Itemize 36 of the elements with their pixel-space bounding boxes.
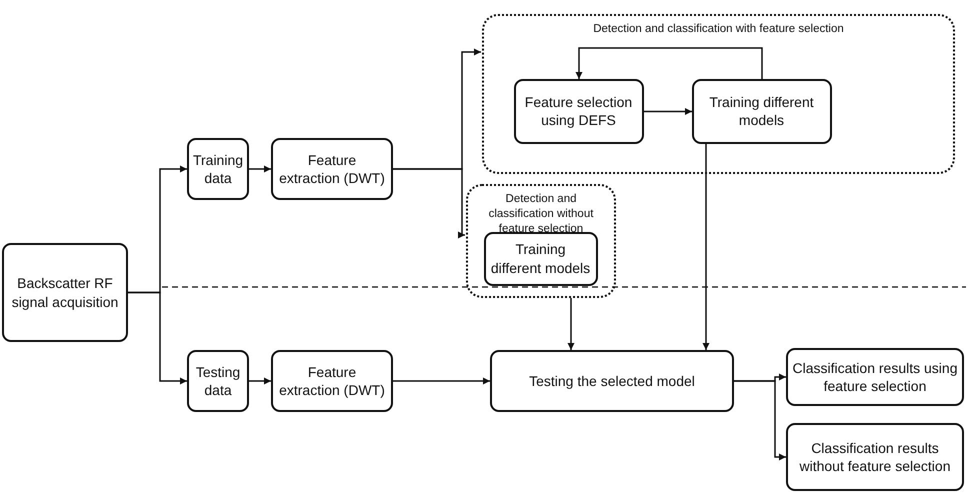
process-box [514,78,644,144]
box-label: Classification results using feature selection [792,358,958,396]
group-frame [482,14,955,174]
arrow [734,380,786,460]
arrow [249,166,271,172]
arrow [249,378,271,384]
group-heading: Detection and classification with feature selection [592,22,845,37]
process-box [490,350,734,412]
box-label: Training different models [490,240,592,277]
box-label: Testing the selected model [528,372,696,390]
box-label: Feature extraction (DWT) [278,362,386,400]
process-box [2,243,128,342]
process-box [187,350,249,412]
arrow [576,47,763,79]
arrow [644,108,692,115]
group-frame [466,184,616,298]
process-box [692,78,832,144]
arrow [393,378,490,384]
process-box [271,350,393,412]
box-label: Training different models [708,92,815,130]
arrow [128,292,187,384]
process-box [187,138,249,200]
group-heading: Detection and classification without feature selection [488,192,594,237]
process-box [786,423,964,491]
process-box [786,348,964,406]
arrow [702,144,710,350]
box-label: Feature extraction (DWT) [278,150,386,188]
arrow [568,298,574,350]
arrow [393,168,465,238]
process-box [271,138,393,200]
box-label: Feature selection using DEFS [524,92,634,130]
box-label: Training data [192,150,244,188]
process-box [484,232,598,286]
box-label: Testing data [194,362,242,400]
box-label: Backscatter RF signal acquisition [10,274,120,311]
box-label: Classification results without feature selection [798,438,952,476]
